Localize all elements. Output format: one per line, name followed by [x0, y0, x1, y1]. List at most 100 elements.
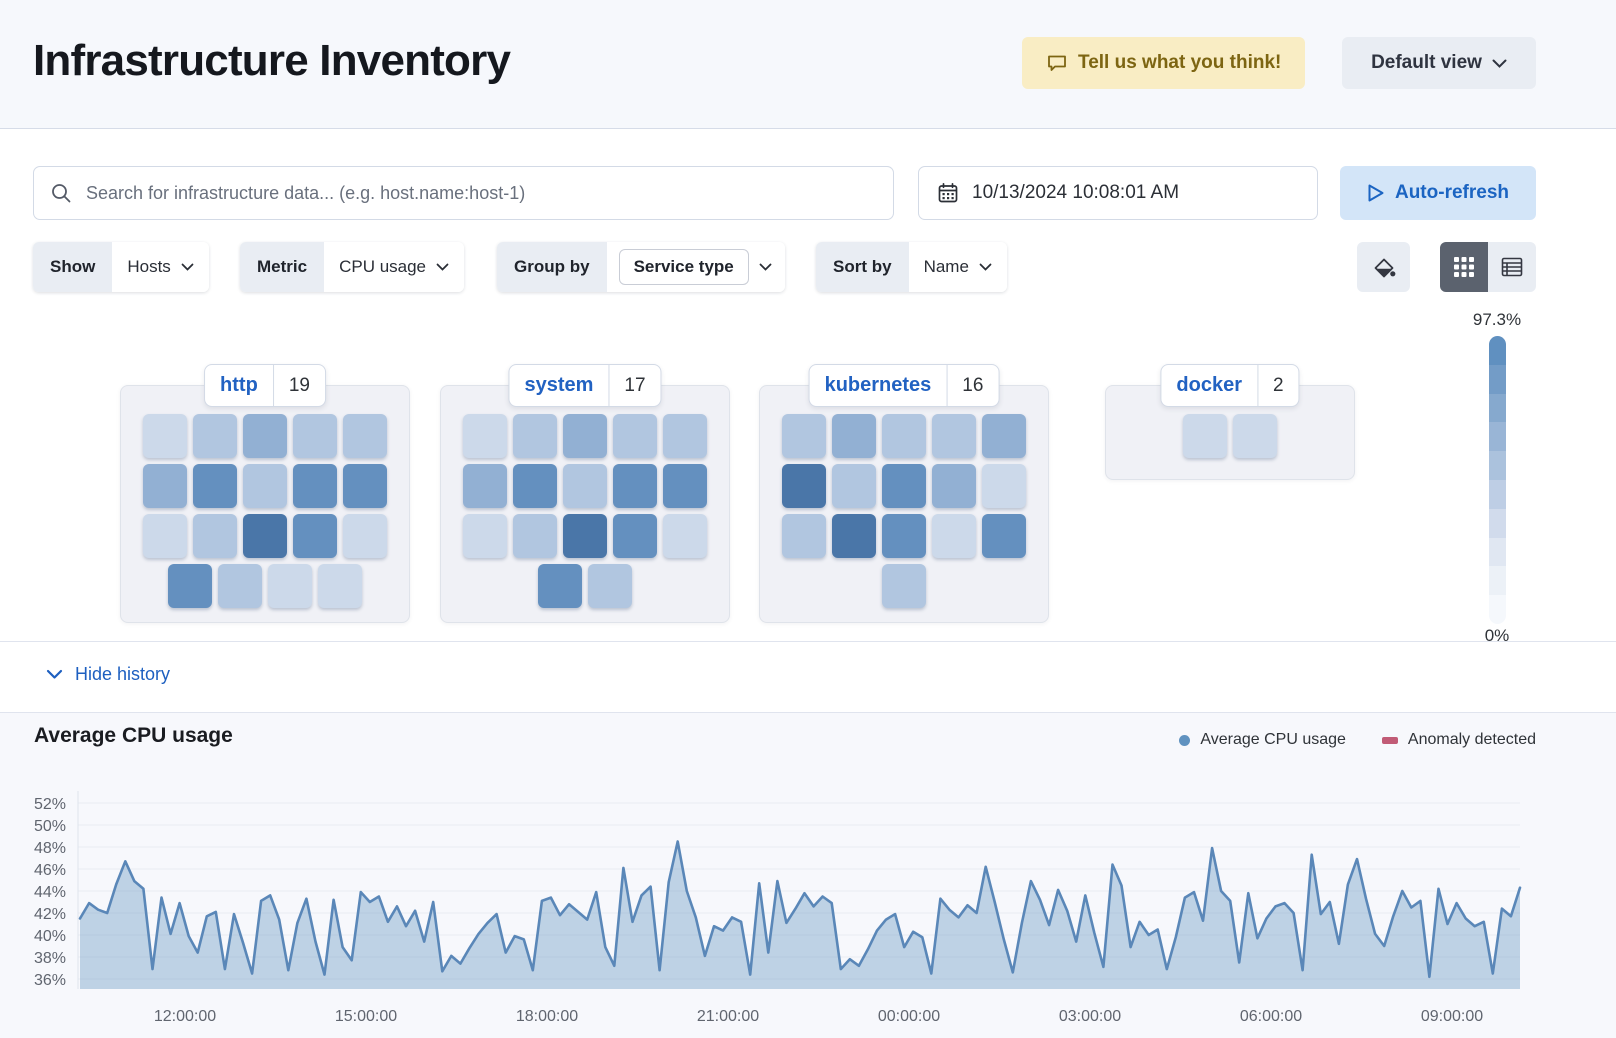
host-node[interactable] — [782, 414, 826, 458]
host-node[interactable] — [538, 564, 582, 608]
metric-dropdown[interactable]: CPU usage — [324, 242, 465, 292]
host-node[interactable] — [513, 514, 557, 558]
hide-history-button[interactable]: Hide history — [46, 664, 170, 685]
host-node[interactable] — [193, 514, 237, 558]
host-node[interactable] — [193, 414, 237, 458]
y-axis-label: 36% — [34, 972, 66, 989]
host-node[interactable] — [243, 514, 287, 558]
x-axis-label: 15:00:00 — [335, 1008, 397, 1025]
host-node[interactable] — [243, 414, 287, 458]
host-node[interactable] — [663, 414, 707, 458]
page-header: Infrastructure Inventory Tell us what yo… — [0, 0, 1616, 129]
area-fill — [80, 841, 1520, 989]
host-node[interactable] — [513, 464, 557, 508]
auto-refresh-button[interactable]: Auto-refresh — [1340, 166, 1536, 220]
legend-item-average-cpu-usage[interactable]: Average CPU usage — [1179, 731, 1346, 749]
host-node[interactable] — [563, 514, 607, 558]
host-node[interactable] — [782, 464, 826, 508]
feedback-button[interactable]: Tell us what you think! — [1022, 37, 1306, 89]
host-node[interactable] — [588, 564, 632, 608]
scale-min-label: 0% — [1484, 626, 1510, 645]
search-icon — [50, 182, 72, 209]
host-node[interactable] — [613, 464, 657, 508]
host-node[interactable] — [832, 514, 876, 558]
host-node[interactable] — [463, 514, 507, 558]
table-view-button[interactable] — [1488, 242, 1536, 292]
date-time-picker[interactable]: 10/13/2024 10:08:01 AM — [918, 166, 1318, 220]
scale-step — [1489, 451, 1506, 480]
y-axis-label: 38% — [34, 950, 66, 967]
host-node[interactable] — [1183, 414, 1227, 458]
waffle-row — [441, 464, 729, 508]
host-node[interactable] — [193, 464, 237, 508]
host-node[interactable] — [932, 464, 976, 508]
host-node[interactable] — [782, 514, 826, 558]
host-node[interactable] — [982, 514, 1026, 558]
date-time-value: 10/13/2024 10:08:01 AM — [972, 182, 1180, 203]
service-group-kubernetes: kubernetes 16 — [759, 364, 1049, 623]
host-node[interactable] — [143, 514, 187, 558]
host-node[interactable] — [882, 414, 926, 458]
host-node[interactable] — [463, 414, 507, 458]
host-node[interactable] — [882, 564, 926, 608]
x-axis-label: 18:00:00 — [516, 1008, 578, 1025]
y-axis-label: 44% — [34, 884, 66, 901]
host-node[interactable] — [882, 464, 926, 508]
chevron-down-icon — [759, 263, 772, 271]
waffle-map-view-button[interactable] — [1440, 242, 1488, 292]
host-node[interactable] — [832, 414, 876, 458]
scale-step — [1489, 595, 1506, 624]
host-node[interactable] — [343, 514, 387, 558]
host-node[interactable] — [143, 414, 187, 458]
host-node[interactable] — [343, 464, 387, 508]
host-node[interactable] — [293, 414, 337, 458]
group-name-link[interactable]: kubernetes — [824, 374, 932, 396]
host-node[interactable] — [563, 414, 607, 458]
chart-legend: Average CPU usage Anomaly detected — [1179, 731, 1536, 749]
host-node[interactable] — [932, 414, 976, 458]
host-node[interactable] — [143, 464, 187, 508]
host-node[interactable] — [832, 464, 876, 508]
host-node[interactable] — [613, 514, 657, 558]
group-name-link[interactable]: system — [524, 374, 594, 396]
host-node[interactable] — [982, 464, 1026, 508]
host-node[interactable] — [343, 414, 387, 458]
host-node[interactable] — [218, 564, 262, 608]
host-node[interactable] — [882, 514, 926, 558]
host-node[interactable] — [243, 464, 287, 508]
show-dropdown[interactable]: Hosts — [112, 242, 209, 292]
sort-by-label: Sort by — [816, 242, 909, 292]
color-scale-bar — [1489, 336, 1506, 624]
group-by-dropdown[interactable] — [752, 242, 785, 292]
group-count: 16 — [946, 365, 998, 406]
legend-color-options-button[interactable] — [1357, 242, 1410, 292]
sort-by-dropdown[interactable]: Name — [908, 242, 1007, 292]
host-node[interactable] — [293, 464, 337, 508]
host-node[interactable] — [513, 414, 557, 458]
y-axis-label: 46% — [34, 862, 66, 879]
host-node[interactable] — [318, 564, 362, 608]
host-node[interactable] — [268, 564, 312, 608]
search-input[interactable] — [33, 166, 894, 220]
legend-item-anomaly-detected[interactable]: Anomaly detected — [1381, 731, 1536, 749]
host-node[interactable] — [982, 414, 1026, 458]
chevron-down-icon — [181, 263, 194, 271]
host-node[interactable] — [293, 514, 337, 558]
host-node[interactable] — [563, 464, 607, 508]
group-by-value-pill[interactable]: Service type — [618, 249, 749, 285]
host-node[interactable] — [168, 564, 212, 608]
host-node[interactable] — [663, 514, 707, 558]
host-node[interactable] — [932, 514, 976, 558]
group-name-link[interactable]: http — [220, 374, 258, 396]
group-name-link[interactable]: docker — [1176, 374, 1243, 396]
host-node[interactable] — [613, 414, 657, 458]
view-selector-button[interactable]: Default view — [1342, 37, 1536, 89]
waffle-row — [760, 564, 1048, 608]
host-node[interactable] — [663, 464, 707, 508]
host-node[interactable] — [463, 464, 507, 508]
chevron-down-icon — [436, 263, 449, 271]
host-node[interactable] — [1233, 414, 1277, 458]
